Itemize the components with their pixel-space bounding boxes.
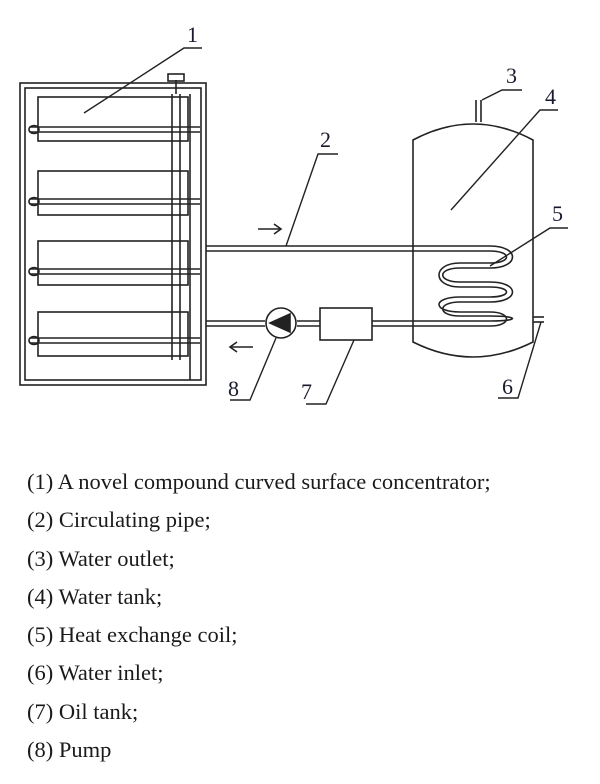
- legend-item-concentrator: (1) A novel compound curved surface conc…: [27, 469, 491, 494]
- callout-6: 6: [502, 374, 513, 399]
- callout-8: 8: [228, 376, 239, 401]
- oil-tank: [319, 307, 373, 341]
- legend-item-water-tank: (4) Water tank;: [27, 583, 163, 609]
- return-pipe-lower: [206, 320, 490, 327]
- flow-arrow-left: [228, 341, 253, 353]
- callout-7: 7: [301, 379, 312, 404]
- heat-exchange-coil: [438, 245, 514, 327]
- callout-1: 1: [187, 22, 198, 47]
- flow-arrow-right: [258, 223, 283, 235]
- concentrator-collector: [19, 73, 207, 386]
- legend-item-pump: (8) Pump: [27, 737, 112, 763]
- callout-2: 2: [320, 127, 331, 152]
- concentrator-module: [28, 96, 200, 142]
- callout-4: 4: [545, 84, 556, 109]
- legend-item-heat-exchange-coil: (5) Heat exchange coil;: [27, 622, 238, 648]
- concentrator-module: [28, 311, 200, 357]
- legend-item-water-outlet: (3) Water outlet;: [27, 545, 175, 571]
- concentrator-module: [28, 170, 200, 216]
- legend-item-circulating-pipe: (2) Circulating pipe;: [27, 507, 211, 533]
- water-tank: [412, 123, 534, 358]
- circulating-pipe-upper: [206, 245, 490, 252]
- callout-3: 3: [506, 63, 517, 88]
- pump: [265, 307, 297, 339]
- legend-item-oil-tank: (7) Oil tank;: [27, 698, 139, 724]
- system-diagram: 1 2 3 4 5 6 7 8: [19, 22, 568, 405]
- callout-5: 5: [552, 201, 563, 226]
- water-outlet-pipe: [475, 100, 482, 122]
- concentrator-module: [28, 240, 200, 286]
- water-inlet-pipe: [533, 316, 544, 323]
- legend-item-water-inlet: (6) Water inlet;: [27, 660, 164, 686]
- leader-lines: [83, 47, 568, 405]
- legend-list: (1) A novel compound curved surface conc…: [27, 463, 491, 769]
